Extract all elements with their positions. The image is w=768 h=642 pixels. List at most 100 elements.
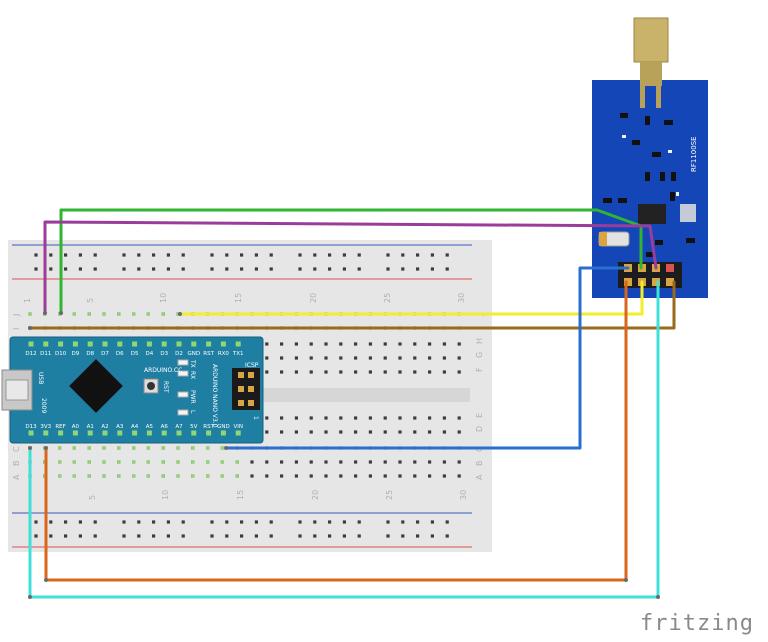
rf-module-label: RF1100SE xyxy=(690,136,698,172)
nano-pin-label: TX1 xyxy=(232,351,244,357)
nano-pin[interactable] xyxy=(72,430,78,436)
wire-blue[interactable] xyxy=(224,266,630,450)
wire-green[interactable] xyxy=(59,208,643,315)
nano-pin-label: D11 xyxy=(40,351,51,357)
nano-pin-label: RST xyxy=(203,351,214,357)
nano-pin[interactable] xyxy=(58,430,64,436)
name-label: ARDUINO NANO V3.0 xyxy=(211,364,218,428)
rst-label: RST xyxy=(162,381,169,393)
nano-pin-label: REF xyxy=(55,424,65,430)
l-label: L xyxy=(189,410,196,414)
year-label: 2009 xyxy=(40,398,47,413)
nano-pin[interactable] xyxy=(87,341,93,347)
nano-pin[interactable] xyxy=(220,430,226,436)
led-rx-icon xyxy=(177,370,189,377)
nano-pin-label: D5 xyxy=(131,351,139,357)
arduino-nano[interactable]: USB 2009 ARDUINO.CC ARDUINO NANO V3.0 IC… xyxy=(1,336,264,444)
rx-label: RX xyxy=(189,371,196,379)
microcontroller-chip-icon xyxy=(69,359,123,413)
nano-pin-label: 5V xyxy=(190,424,197,430)
row-letter-c-left: C xyxy=(12,446,21,452)
column-number-10-bottom: 10 xyxy=(161,490,170,500)
antenna-connector-icon xyxy=(633,17,669,63)
nano-pin-label: D6 xyxy=(116,351,124,357)
nano-pin[interactable] xyxy=(176,341,182,347)
row-letter-i-left: I xyxy=(12,328,21,330)
column-number-10-top: 10 xyxy=(159,293,168,303)
nano-pin-label: D3 xyxy=(160,351,168,357)
led-pwr-icon xyxy=(177,391,189,398)
nano-pin[interactable] xyxy=(206,430,212,436)
column-number-15-top: 15 xyxy=(234,293,243,303)
nano-pin-label: A1 xyxy=(87,424,94,430)
column-number-15-bottom: 15 xyxy=(236,490,245,500)
column-number-20-bottom: 20 xyxy=(311,490,320,500)
nano-pin-label: RX0 xyxy=(218,351,230,357)
nano-pin[interactable] xyxy=(58,341,64,347)
nano-pin[interactable] xyxy=(28,341,34,347)
icsp-header xyxy=(232,368,260,410)
nano-pin[interactable] xyxy=(235,430,241,436)
nano-pin[interactable] xyxy=(161,341,167,347)
row-letter-b-right: B xyxy=(475,461,484,467)
nano-pin-label: RST xyxy=(203,424,214,430)
nano-pin[interactable] xyxy=(102,430,108,436)
nano-pin[interactable] xyxy=(132,341,138,347)
wire-yellow[interactable] xyxy=(178,280,644,316)
column-number-1-top: 1 xyxy=(23,298,32,303)
icsp-pin-one-label: 1 xyxy=(252,416,259,420)
led-tx-icon xyxy=(177,359,189,366)
led-l-icon xyxy=(177,409,189,416)
wire-purple[interactable] xyxy=(43,220,658,315)
rf1100se-module[interactable]: RF1100SE xyxy=(592,17,708,298)
nano-pin-label: A7 xyxy=(175,424,183,430)
icsp-label: ICSP xyxy=(245,362,259,369)
nano-pin[interactable] xyxy=(161,430,167,436)
nano-pin[interactable] xyxy=(206,341,212,347)
nano-pin[interactable] xyxy=(220,341,226,347)
row-letter-a-left: A xyxy=(12,474,21,480)
nano-pin[interactable] xyxy=(43,341,49,347)
usb-label: USB xyxy=(37,372,44,384)
fritzing-logo: fritzing xyxy=(640,611,754,636)
nano-pin-label: 3V3 xyxy=(40,424,51,430)
row-letter-g-right: G xyxy=(475,352,484,358)
nano-pin[interactable] xyxy=(146,430,152,436)
column-number-20-top: 20 xyxy=(309,293,318,303)
row-letter-j-left: J xyxy=(12,314,21,317)
nano-pin-label: A3 xyxy=(116,424,124,430)
wire-brown[interactable] xyxy=(28,280,676,330)
nano-pin[interactable] xyxy=(235,341,241,347)
nano-pin-label: D8 xyxy=(86,351,94,357)
row-letter-e-right: E xyxy=(475,413,484,418)
nano-pin-label: D4 xyxy=(146,351,154,357)
wire-cyan[interactable] xyxy=(28,280,660,599)
nano-pin-label: A5 xyxy=(146,424,154,430)
nano-pin[interactable] xyxy=(117,341,123,347)
nano-pin-label: A6 xyxy=(161,424,169,430)
nano-pin-label: D2 xyxy=(175,351,183,357)
nano-pin[interactable] xyxy=(146,341,152,347)
wire-orange[interactable] xyxy=(44,280,628,582)
nano-pin[interactable] xyxy=(191,341,197,347)
nano-pin[interactable] xyxy=(176,430,182,436)
column-number-25-top: 25 xyxy=(383,293,392,303)
nano-pin[interactable] xyxy=(87,430,93,436)
nano-pin-label: A2 xyxy=(101,424,108,430)
pwr-label: PWR xyxy=(189,390,196,404)
nano-pin[interactable] xyxy=(132,430,138,436)
nano-pin[interactable] xyxy=(117,430,123,436)
nano-pin[interactable] xyxy=(43,430,49,436)
nano-pin[interactable] xyxy=(102,341,108,347)
nano-pin-label: VIN xyxy=(233,424,243,430)
nano-pin[interactable] xyxy=(72,341,78,347)
rf-chip-icon xyxy=(638,204,666,224)
rf-header xyxy=(618,262,682,288)
site-label: ARDUINO.CC xyxy=(144,367,182,374)
nano-pin-label: D12 xyxy=(25,351,36,357)
nano-pin[interactable] xyxy=(191,430,197,436)
row-letter-a-right: A xyxy=(475,474,484,480)
nano-pin[interactable] xyxy=(28,430,34,436)
nano-pin-label: GND xyxy=(217,424,230,430)
column-number-5-bottom: 5 xyxy=(88,495,97,500)
